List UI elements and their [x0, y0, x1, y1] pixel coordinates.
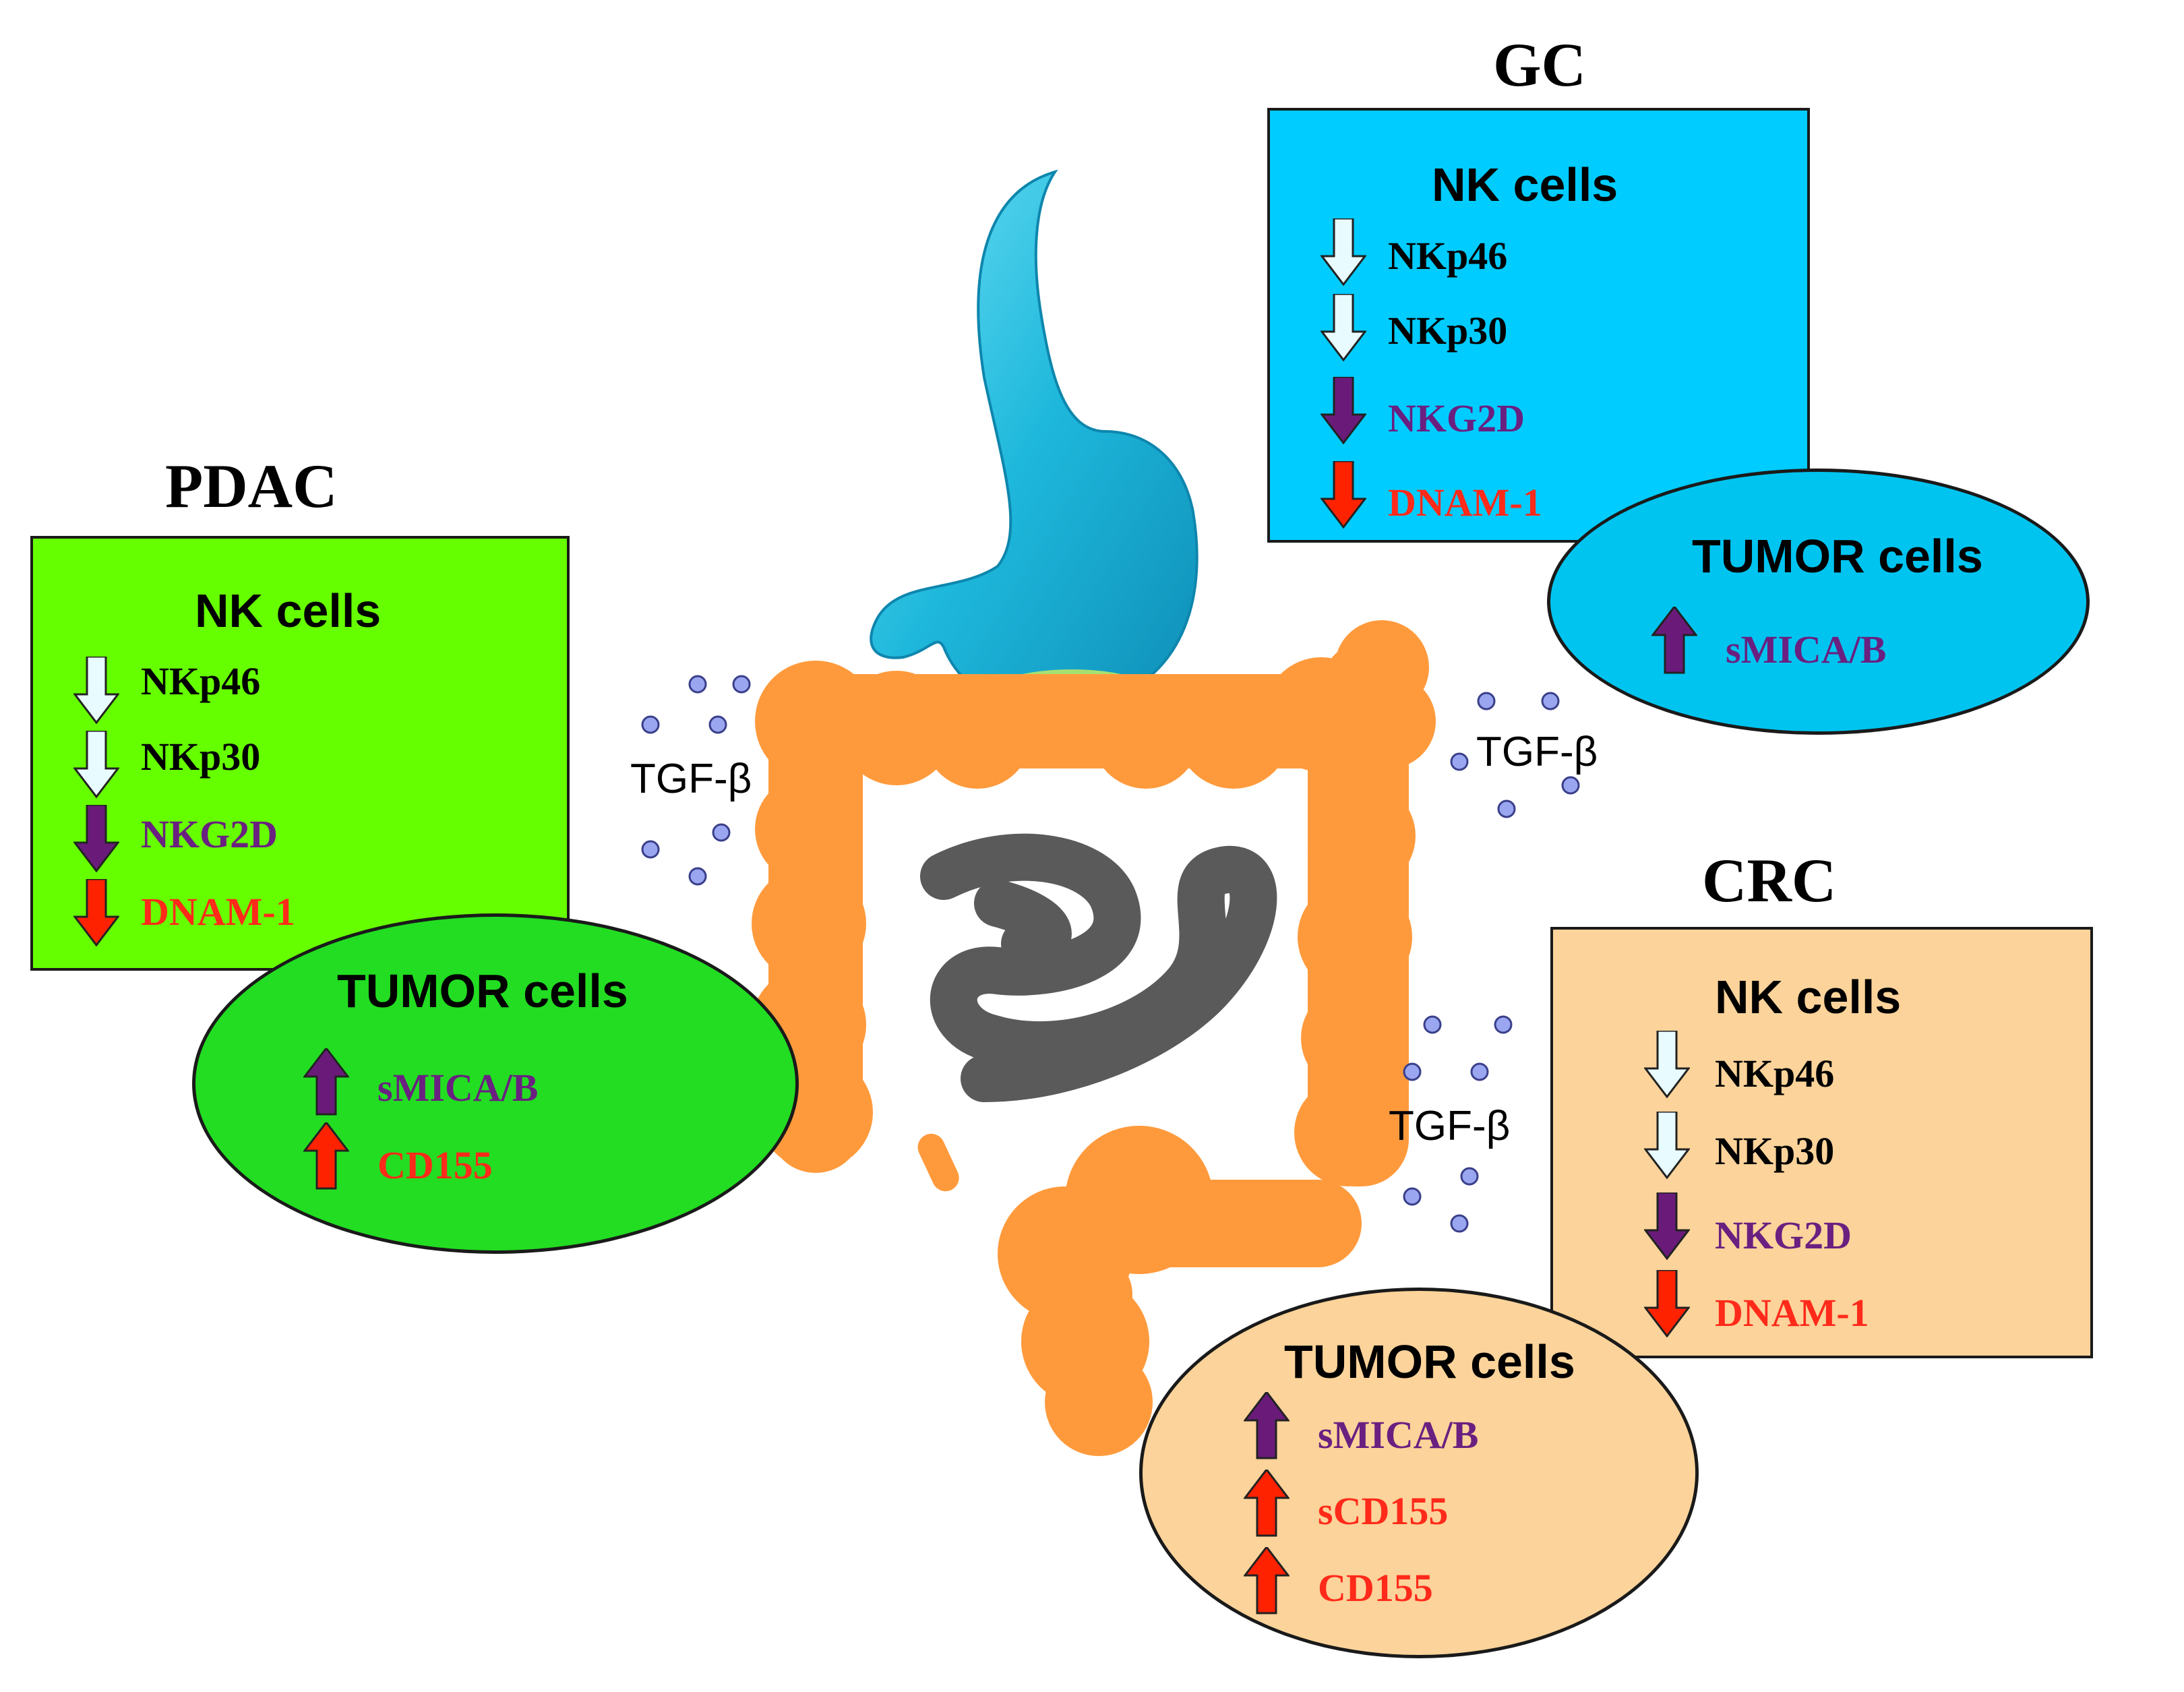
- tgf-beta-dots-left: [641, 675, 751, 886]
- tgf-beta-label-upper-right: TGF-β: [1476, 729, 1598, 775]
- pdac-nk-cells-box: NK cells NKp46 NKp30 NKG2D DNAM-1: [30, 536, 570, 971]
- gc-tumor-title: TUMOR cells: [1692, 530, 1983, 582]
- pdac-nk-title: NK cells: [195, 584, 382, 637]
- red-up-arrow-icon: [302, 1120, 351, 1193]
- crc-nk-marker-nkg2d: NKG2D: [1715, 1213, 1852, 1257]
- tgf-beta-dots-upper-right: [1450, 692, 1580, 818]
- crc-tumor-marker-cd155: CD155: [1318, 1566, 1433, 1610]
- pdac-nk-marker-nkp46: NKp46: [141, 659, 261, 703]
- crc-tumor-marker-smicab: sMICA/B: [1318, 1413, 1479, 1457]
- crc-tumor-cells-ellipse: TUMOR cells sMICA/B sCD155 CD155: [1139, 1288, 1699, 1658]
- light-down-arrow-icon: [1643, 1029, 1691, 1101]
- purple-down-arrow-icon: [1319, 375, 1368, 448]
- red-down-arrow-icon: [1319, 460, 1368, 532]
- red-up-arrow-icon: [1242, 1545, 1291, 1618]
- tgf-beta-label-lower-right: TGF-β: [1389, 1103, 1511, 1149]
- pdac-heading: PDAC: [165, 452, 338, 520]
- pdac-nk-marker-nkp30: NKp30: [141, 735, 261, 779]
- purple-down-arrow-icon: [72, 804, 121, 876]
- tgf-beta-dots-lower-right: [1403, 1015, 1513, 1233]
- crc-nk-marker-nkp30: NKp30: [1715, 1129, 1835, 1173]
- purple-up-arrow-icon: [302, 1046, 351, 1119]
- gc-nk-cells-box: NK cells NKp46 NKp30 NKG2D DNAM-1: [1267, 108, 1810, 543]
- pdac-tumor-title: TUMOR cells: [337, 965, 628, 1017]
- purple-up-arrow-icon: [1650, 605, 1699, 677]
- light-down-arrow-icon: [72, 729, 121, 802]
- stomach-illustration: [870, 169, 1199, 710]
- crc-nk-marker-nkp46: NKp46: [1715, 1052, 1835, 1095]
- pdac-tumor-marker-smicab: sMICA/B: [377, 1066, 539, 1110]
- light-down-arrow-icon: [1319, 217, 1368, 289]
- tgf-beta-label-left: TGF-β: [630, 756, 752, 802]
- gc-tumor-cells-ellipse: TUMOR cells sMICA/B: [1547, 469, 2090, 735]
- crc-heading: CRC: [1702, 846, 1837, 915]
- red-up-arrow-icon: [1242, 1468, 1291, 1540]
- crc-nk-marker-dnam1: DNAM-1: [1715, 1291, 1869, 1335]
- pdac-tumor-cells-ellipse: TUMOR cells sMICA/B CD155: [192, 913, 799, 1254]
- crc-tumor-title: TUMOR cells: [1284, 1335, 1575, 1388]
- crc-nk-cells-box: NK cells NKp46 NKp30 NKG2D DNAM-1: [1550, 927, 2093, 1358]
- light-down-arrow-icon: [1643, 1110, 1691, 1182]
- pdac-tumor-marker-cd155: CD155: [377, 1143, 493, 1187]
- light-down-arrow-icon: [1319, 293, 1368, 365]
- gc-nk-marker-nkg2d: NKG2D: [1388, 396, 1525, 440]
- gc-heading: GC: [1493, 30, 1586, 99]
- gc-nk-marker-nkp46: NKp46: [1388, 234, 1508, 278]
- crc-tumor-marker-scd155: sCD155: [1318, 1489, 1449, 1533]
- pdac-nk-marker-dnam1: DNAM-1: [141, 890, 295, 934]
- purple-down-arrow-icon: [1643, 1191, 1691, 1263]
- purple-up-arrow-icon: [1242, 1390, 1291, 1463]
- small-intestine-illustration: [920, 833, 1277, 1102]
- gc-tumor-marker-smicab: sMICA/B: [1726, 628, 1887, 671]
- red-down-arrow-icon: [72, 878, 121, 950]
- gc-nk-marker-nkp30: NKp30: [1388, 309, 1508, 353]
- gc-nk-marker-dnam1: DNAM-1: [1388, 481, 1542, 524]
- red-down-arrow-icon: [1643, 1269, 1691, 1341]
- gc-nk-title: NK cells: [1432, 158, 1618, 211]
- light-down-arrow-icon: [72, 655, 121, 727]
- pdac-nk-marker-nkg2d: NKG2D: [141, 812, 278, 856]
- crc-nk-title: NK cells: [1715, 971, 1902, 1023]
